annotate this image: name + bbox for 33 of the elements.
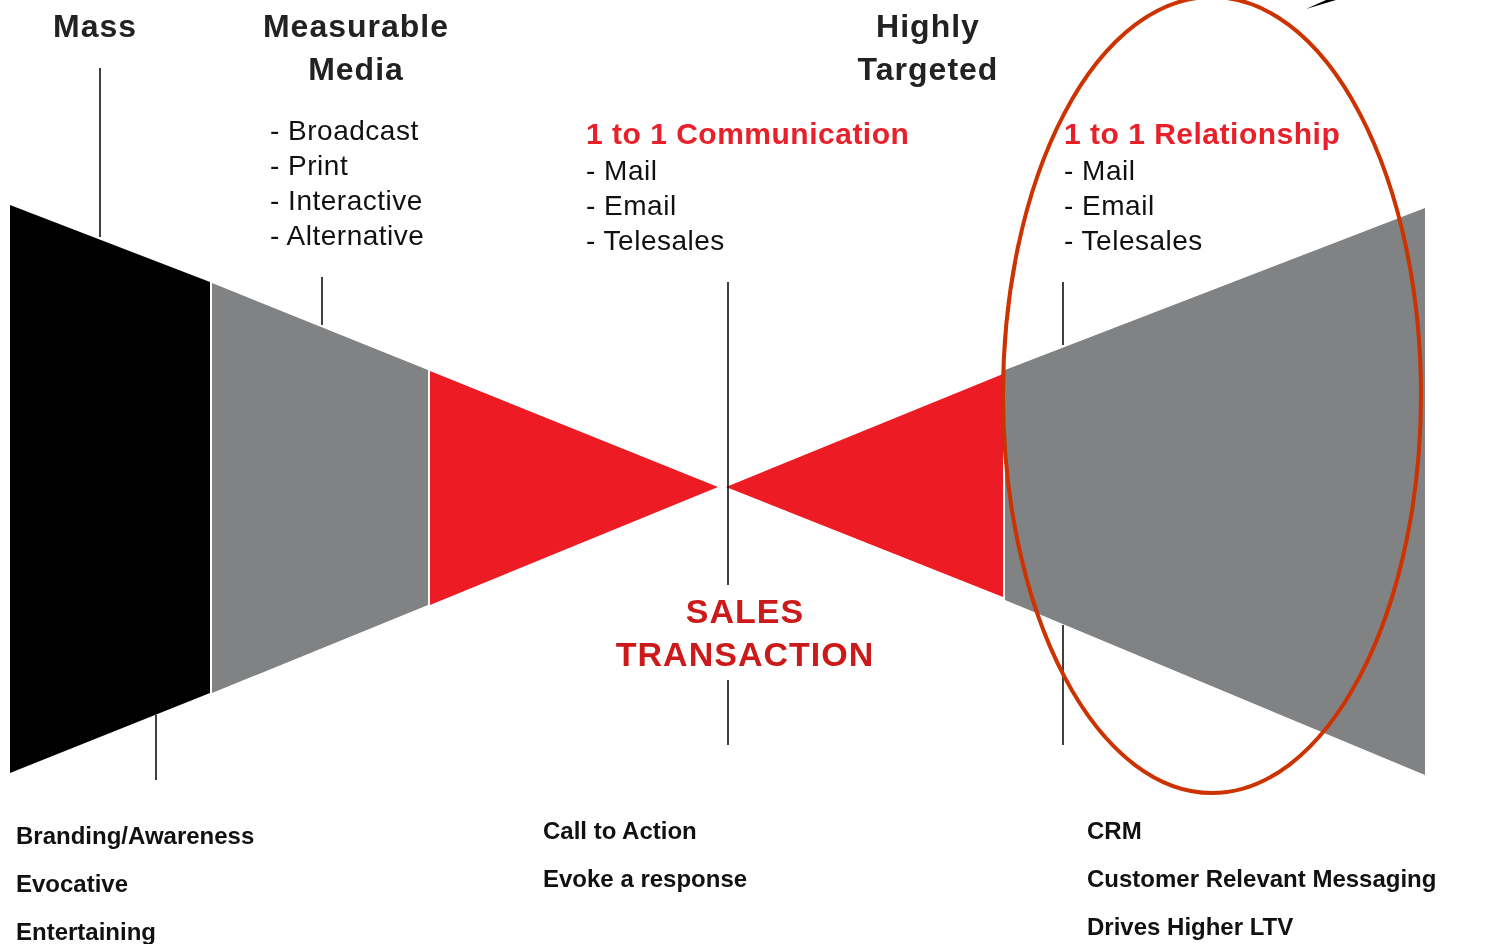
- bullet-item: - Email: [586, 189, 678, 223]
- bullet-item: - Broadcast: [270, 114, 420, 148]
- leader-line: [1062, 624, 1064, 746]
- heading: 1 to 1 Communication: [586, 116, 911, 152]
- leader-line: [155, 714, 157, 781]
- bullet-item: - Interactive: [270, 184, 424, 218]
- bullet-item: - Telesales: [1064, 224, 1204, 258]
- leader-line: [1062, 281, 1064, 346]
- bullet-item: - Mail: [586, 154, 659, 188]
- description-text: Evoke a response: [543, 864, 749, 894]
- description-text: Evocative: [16, 869, 130, 899]
- triangle-segment: [726, 374, 1003, 597]
- heading: 1 to 1 Relationship: [1064, 116, 1342, 152]
- trapezoid-segment: [10, 205, 210, 773]
- bullet-item: - Mail: [1064, 154, 1137, 188]
- leader-line: [727, 281, 729, 586]
- heading: Mass: [30, 5, 160, 48]
- bullet-item: - Print: [270, 149, 350, 183]
- heading: Highly Targeted: [818, 5, 1038, 91]
- description-text: Customer Relevant Messaging: [1087, 864, 1438, 894]
- leader-line: [321, 276, 323, 326]
- description-text: Drives Higher LTV: [1087, 912, 1295, 942]
- bullet-item: - Alternative: [270, 219, 426, 253]
- description-text: Call to Action: [543, 816, 698, 846]
- bullet-item: - Email: [1064, 189, 1156, 223]
- trapezoid-segment: [212, 283, 428, 693]
- heading: Measurable Media: [261, 7, 451, 89]
- bullet-item: - Telesales: [586, 224, 726, 258]
- description-text: Branding/Awareness: [16, 821, 256, 851]
- heading: SALES TRANSACTION: [595, 590, 895, 676]
- leader-line: [727, 679, 729, 746]
- description-text: CRM: [1087, 816, 1143, 846]
- leader-line: [99, 67, 101, 238]
